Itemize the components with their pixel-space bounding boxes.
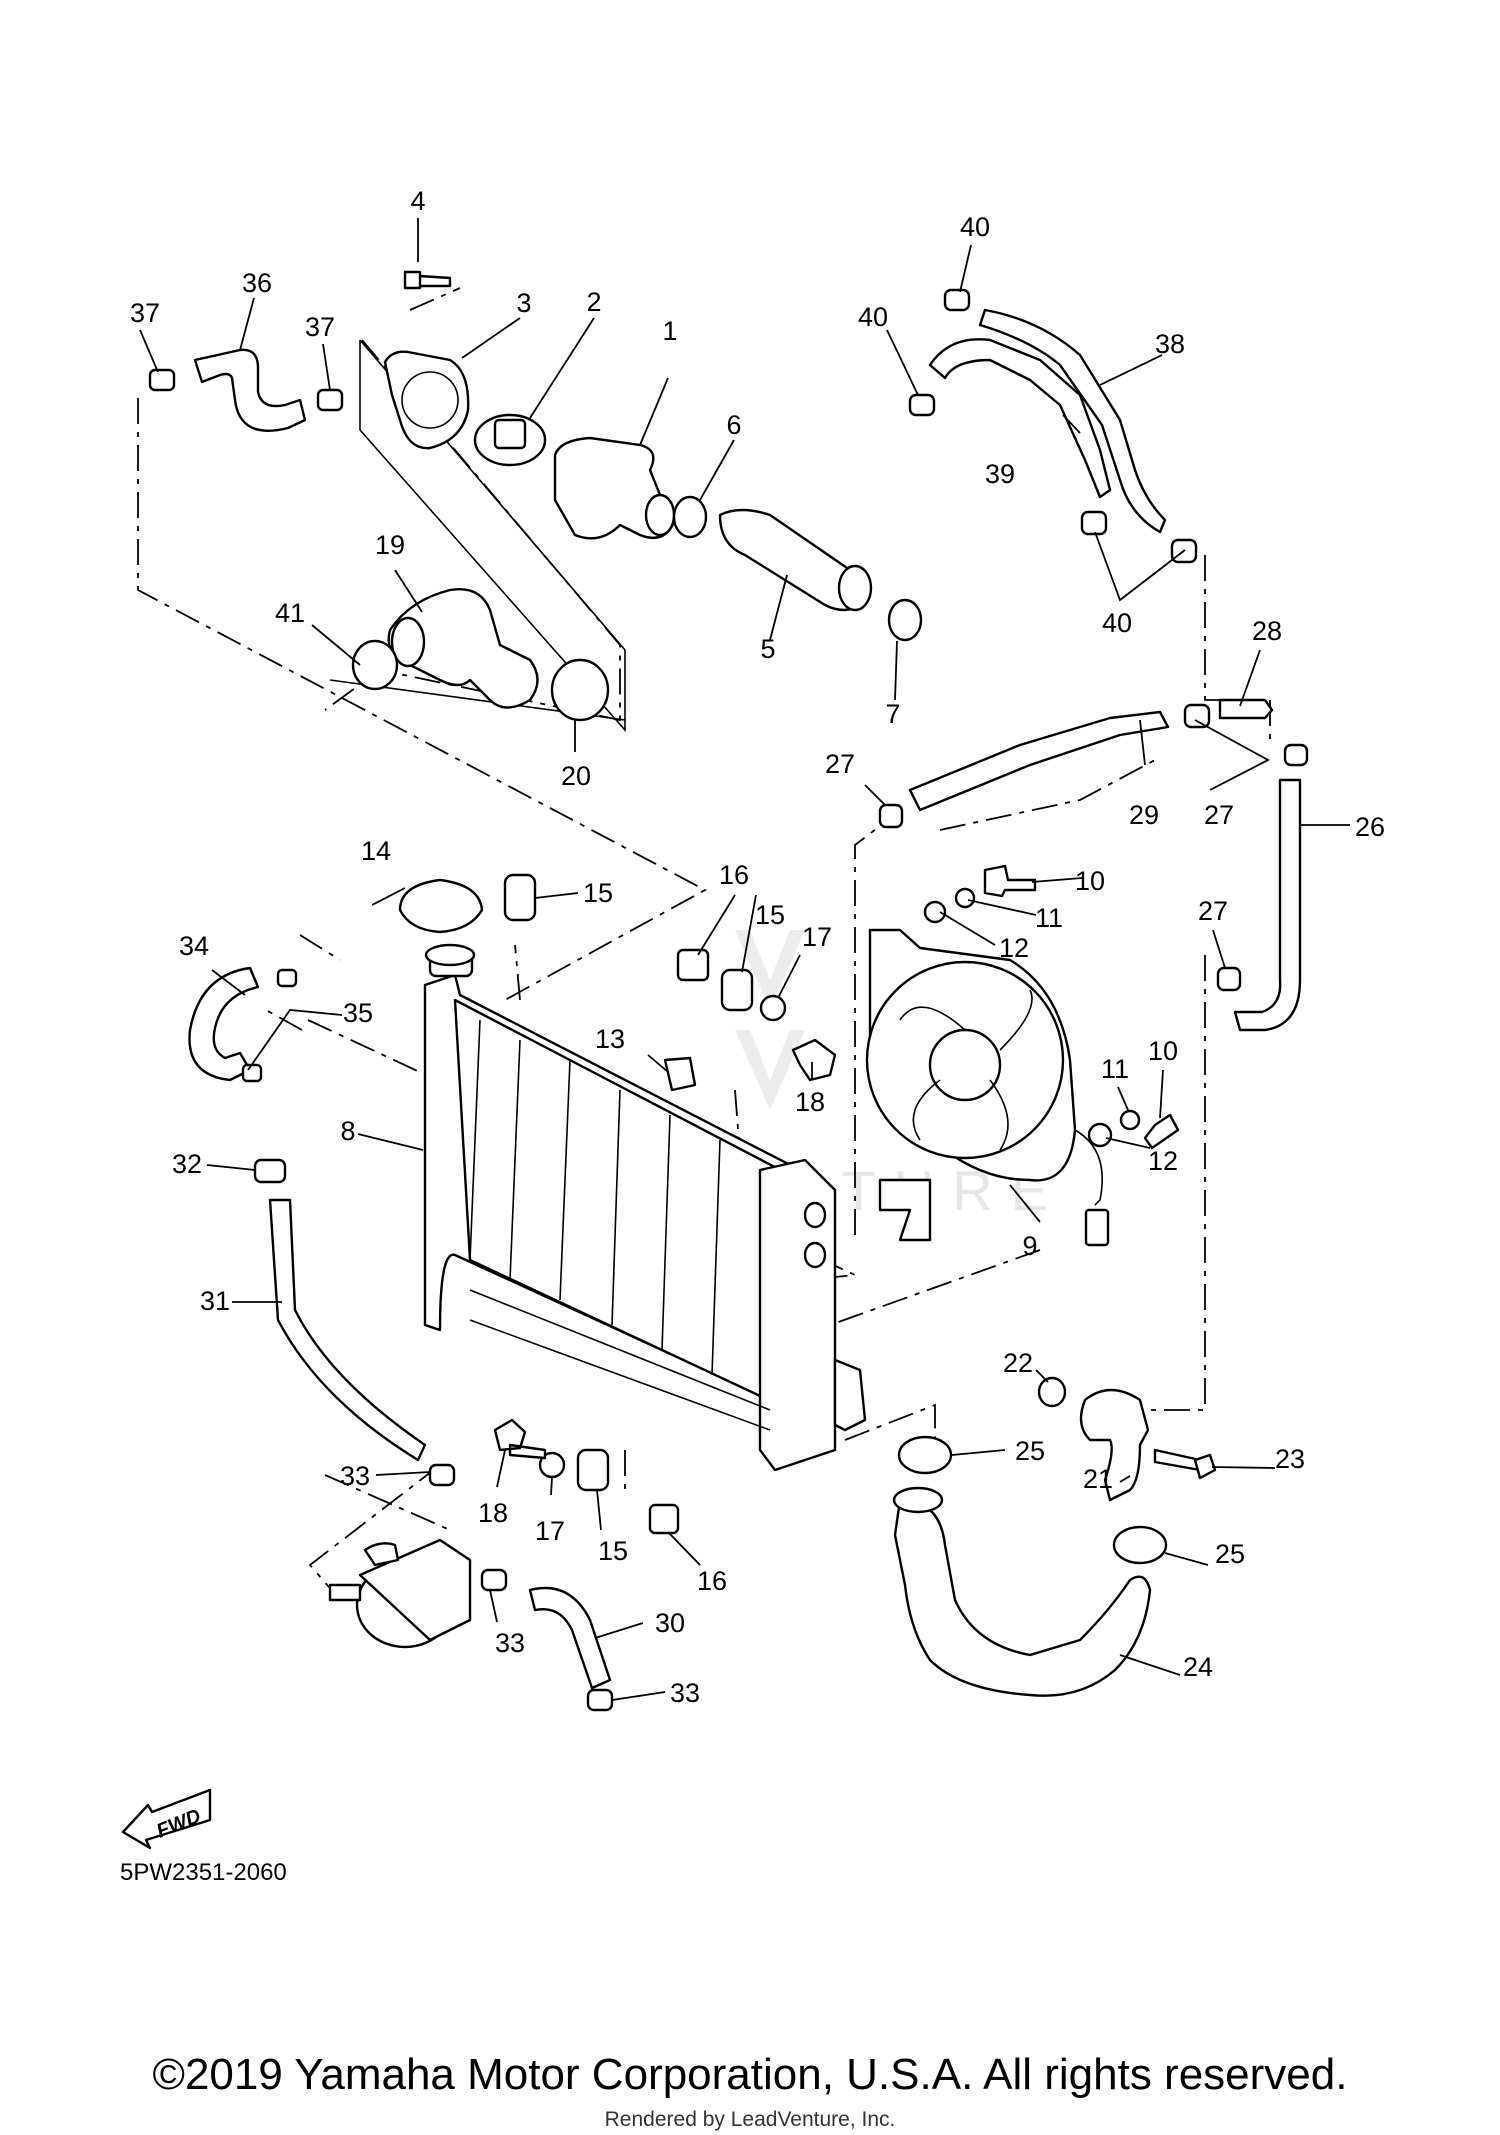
label-7: 7: [885, 699, 900, 729]
label-15-top: 15: [583, 878, 613, 908]
part-labels: 4 3 2 1 36 37 37 6 5 7 19 41 20 40 40 38…: [130, 186, 1385, 1708]
label-24: 24: [1183, 1652, 1213, 1682]
label-40-left: 40: [858, 302, 888, 332]
label-25-top: 25: [1015, 1436, 1045, 1466]
label-34: 34: [179, 931, 209, 961]
label-17-bottom: 17: [535, 1516, 565, 1546]
copyright-notice: ©2019 Yamaha Motor Corporation, U.S.A. A…: [152, 2050, 1348, 2099]
label-20: 20: [561, 761, 591, 791]
label-13: 13: [595, 1024, 625, 1054]
label-3: 3: [516, 288, 531, 318]
label-11-right: 11: [1101, 1054, 1129, 1084]
label-27-mid: 27: [1204, 800, 1234, 830]
label-6: 6: [726, 410, 741, 440]
label-38: 38: [1155, 329, 1185, 359]
rendered-by-note: Rendered by LeadVenture, Inc.: [604, 2108, 896, 2131]
label-28: 28: [1252, 616, 1282, 646]
label-16-bottom: 16: [697, 1566, 727, 1596]
label-32: 32: [172, 1149, 202, 1179]
label-22: 22: [1003, 1348, 1033, 1378]
label-36: 36: [242, 268, 272, 298]
label-1: 1: [662, 316, 677, 346]
label-37-left: 37: [130, 298, 160, 328]
label-15-bottom: 15: [598, 1536, 628, 1566]
label-11-top: 11: [1035, 903, 1063, 933]
label-10-right: 10: [1148, 1036, 1178, 1066]
label-15-mid: 15: [755, 900, 785, 930]
label-18-top: 18: [795, 1087, 825, 1117]
parts: [121, 270, 1309, 1850]
label-26: 26: [1355, 812, 1385, 842]
label-27-left: 27: [825, 749, 855, 779]
label-9: 9: [1022, 1231, 1037, 1261]
label-12-top: 12: [999, 933, 1029, 963]
label-16-top: 16: [719, 860, 749, 890]
label-19: 19: [375, 530, 405, 560]
label-31: 31: [200, 1286, 230, 1316]
label-8: 8: [340, 1116, 355, 1146]
label-41: 41: [275, 598, 305, 628]
label-40-bottom: 40: [1102, 608, 1132, 638]
diagram-code: 5PW2351-2060: [120, 1859, 287, 1886]
label-29: 29: [1129, 800, 1159, 830]
label-14: 14: [361, 836, 391, 866]
label-17-top: 17: [802, 922, 832, 952]
label-35: 35: [343, 998, 373, 1028]
label-18-bottom: 18: [478, 1498, 508, 1528]
label-25-bottom: 25: [1215, 1539, 1245, 1569]
label-21: 21: [1083, 1464, 1113, 1494]
label-30: 30: [655, 1608, 685, 1638]
label-23: 23: [1275, 1444, 1305, 1474]
label-2: 2: [586, 287, 601, 317]
label-33-left: 33: [340, 1461, 370, 1491]
label-10-top: 10: [1075, 866, 1105, 896]
label-4: 4: [410, 186, 425, 216]
label-39: 39: [985, 459, 1015, 489]
label-12-right: 12: [1148, 1146, 1178, 1176]
label-5: 5: [760, 634, 775, 664]
label-40-top: 40: [960, 212, 990, 242]
label-37-right: 37: [305, 312, 335, 342]
label-33-bottom: 33: [670, 1678, 700, 1708]
label-27-right: 27: [1198, 896, 1228, 926]
leader-lines: [139, 218, 1350, 1701]
label-33-mid: 33: [495, 1628, 525, 1658]
